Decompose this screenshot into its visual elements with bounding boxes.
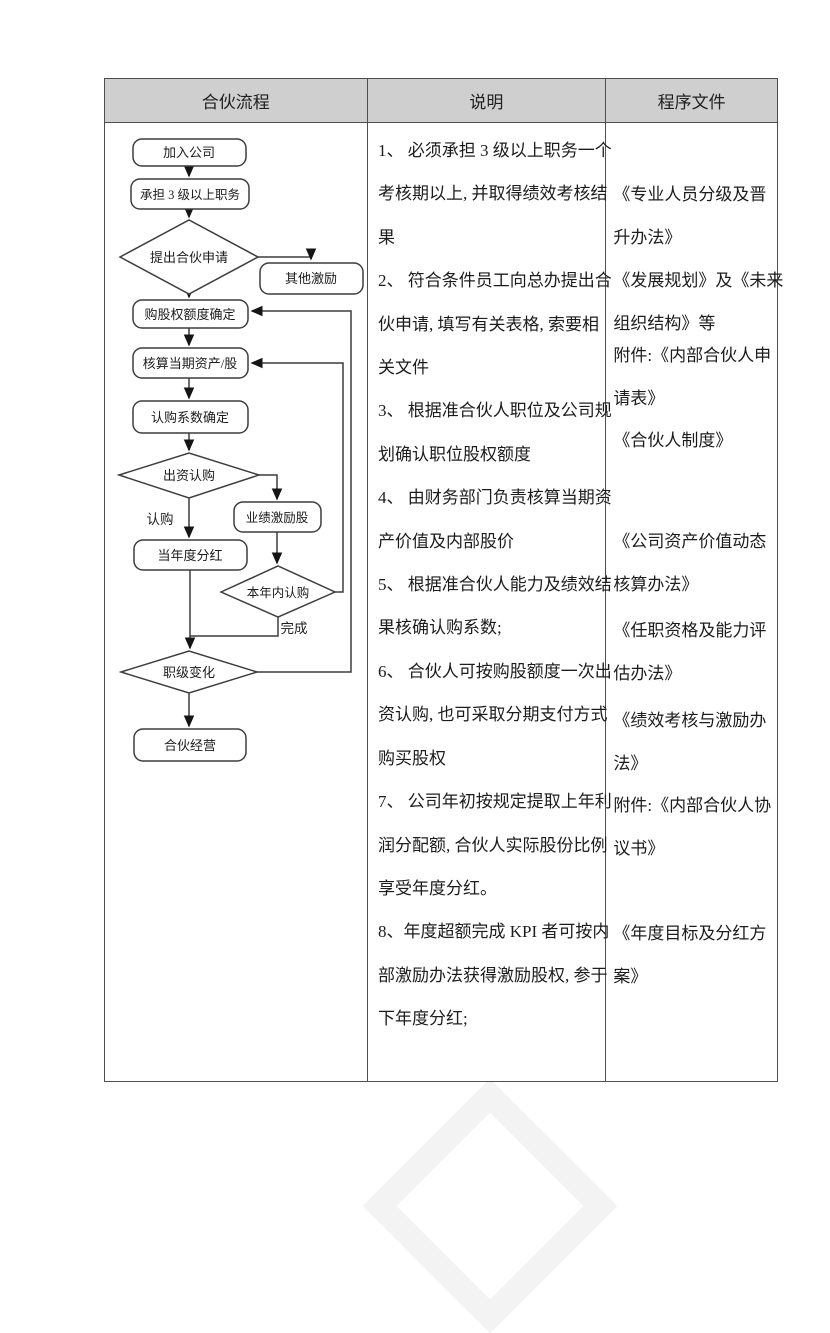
doc-entry: 《公司资产价值动态 核算办法》 [613, 532, 767, 595]
node-other-incentive [259, 262, 364, 295]
node-performance-stock [233, 501, 322, 533]
label-asset-check: 核算当期资产/股 [143, 356, 238, 371]
table-header-row: 合伙流程 说明 程序文件 [105, 79, 777, 123]
doc-entry: 附件:《内部合伙人协 议书》 [613, 796, 772, 859]
explain-line: 部激励办法获得激励股权, 参于 [378, 965, 608, 985]
doc-entry: 《年度目标及分红方 案》 [613, 924, 767, 987]
explain-line: 享受年度分红。 [378, 878, 497, 898]
explain-line: 考核期以上, 并取得绩效考核结 [378, 184, 608, 204]
node-invest-subscribe [116, 452, 262, 499]
watermark-logo [362, 1078, 618, 1333]
node-quota-confirm [132, 299, 249, 329]
flowchart-cell: 加入公司 承担 3 级以上职务 提出合伙申请 其他激励 购股权额度确定 核算当期… [105, 123, 368, 1081]
label-partner-operate: 合伙经营 [164, 738, 216, 753]
label-performance-stock: 业绩激励股 [246, 511, 309, 525]
procedure-docs-cell: 《专业人员分级及晋 升办法》 《发展规划》及《未来 组织结构》等 附件:《内部合… [606, 123, 784, 1081]
explain-line: 4、 由财务部门负责核算当期资 [378, 488, 612, 508]
loop-to-quota-confirm [250, 305, 352, 673]
node-year-subscribe [219, 565, 337, 618]
doc-entry: 《任职资格及能力评 估办法》 [613, 621, 767, 684]
node-join-company [132, 138, 247, 167]
label-join-company: 加入公司 [163, 145, 215, 160]
doc-entry: 附件:《内部合伙人申 请表》 [613, 346, 772, 409]
node-coefficient-confirm [132, 400, 249, 434]
node-asset-check [132, 347, 249, 379]
document-page: { "header": { "flow": "合伙流程", "explain":… [104, 78, 784, 1333]
label-invest-subscribe: 出资认购 [163, 468, 215, 483]
header-explanation: 说明 [368, 79, 607, 122]
explain-line: 5、 根据准合伙人能力及绩效结 [378, 575, 612, 595]
flow-node-labels: 加入公司 承担 3 级以上职务 提出合伙申请 其他激励 购股权额度确定 核算当期… [140, 145, 337, 753]
explain-line: 购买股权 [378, 748, 446, 768]
explain-line: 划确认职位股权额度 [378, 444, 531, 464]
node-partner-operate [133, 728, 247, 762]
process-table: 合伙流程 说明 程序文件 [104, 78, 784, 1082]
doc-entry: 《发展规划》及《未来 组织结构》等 [613, 271, 784, 334]
doc-entry: 《合伙人制度》 [613, 431, 733, 450]
explanation-text: 1、 必须承担 3 级以上职务一个 考核期以上, 并取得绩效考核结 果 2、 符… [378, 129, 612, 1041]
label-rank-change: 职级变化 [163, 665, 215, 680]
label-submit-apply: 提出合伙申请 [150, 250, 228, 265]
header-partner-process: 合伙流程 [105, 79, 368, 122]
edge-label-complete: 完成 [281, 621, 308, 636]
doc-entry: 《专业人员分级及晋 升办法》 [613, 185, 767, 248]
explain-line: 果核确认购系数; [378, 618, 502, 638]
explain-line: 7、 公司年初按规定提取上年利 [378, 792, 612, 812]
edge-complete [190, 617, 279, 637]
explain-line: 3、 根据准合伙人职位及公司规 [378, 401, 612, 421]
flow-edges [183, 165, 352, 728]
node-year-dividend [133, 539, 248, 571]
label-coefficient-confirm: 认购系数确定 [151, 410, 229, 425]
label-assume-duty: 承担 3 级以上职务 [140, 187, 240, 202]
edge-to-other-incentive [258, 248, 317, 261]
label-quota-confirm: 购股权额度确定 [144, 307, 235, 322]
flowchart: 加入公司 承担 3 级以上职务 提出合伙申请 其他激励 购股权额度确定 核算当期… [116, 138, 364, 762]
edge-to-performance-stock [259, 474, 283, 501]
explain-line: 产价值及内部股价 [378, 531, 514, 551]
flow-edge-labels: 认购 完成 [147, 512, 308, 636]
doc-entry: 《绩效考核与激励办 法》 [613, 711, 767, 774]
explain-line: 伙申请, 填写有关表格, 索要相 [378, 314, 599, 334]
explain-line: 果 [378, 227, 395, 247]
loop-to-asset-check [250, 357, 344, 593]
label-year-dividend: 当年度分红 [157, 548, 222, 563]
edge-label-subscribe: 认购 [147, 512, 174, 527]
node-rank-change [118, 650, 260, 694]
explain-line: 下年度分红; [378, 1009, 468, 1029]
header-procedure-docs: 程序文件 [657, 93, 726, 112]
explain-line: 8、年度超额完成 KPI 者可按内 [378, 922, 610, 942]
explain-line: 资认购, 也可采取分期支付方式 [378, 705, 608, 725]
flow-nodes [116, 138, 364, 762]
node-assume-duty [130, 178, 250, 210]
node-submit-apply [118, 219, 260, 295]
label-year-subscribe: 本年内认购 [247, 585, 310, 600]
explain-line: 润分配额, 合伙人实际股份比例 [378, 835, 608, 855]
explanation-cell: 1、 必须承担 3 级以上职务一个 考核期以上, 并取得绩效考核结 果 2、 符… [368, 123, 612, 1081]
explain-line: 2、 符合条件员工向总办提出合 [378, 271, 612, 291]
table-body-row: 加入公司 承担 3 级以上职务 提出合伙申请 其他激励 购股权额度确定 核算当期… [105, 123, 784, 1081]
explain-line: 1、 必须承担 3 级以上职务一个 [378, 141, 612, 160]
explain-line: 6、 合伙人可按购股额度一次出 [378, 661, 612, 681]
explain-line: 关文件 [378, 358, 429, 378]
label-other-incentive: 其他激励 [285, 271, 337, 286]
